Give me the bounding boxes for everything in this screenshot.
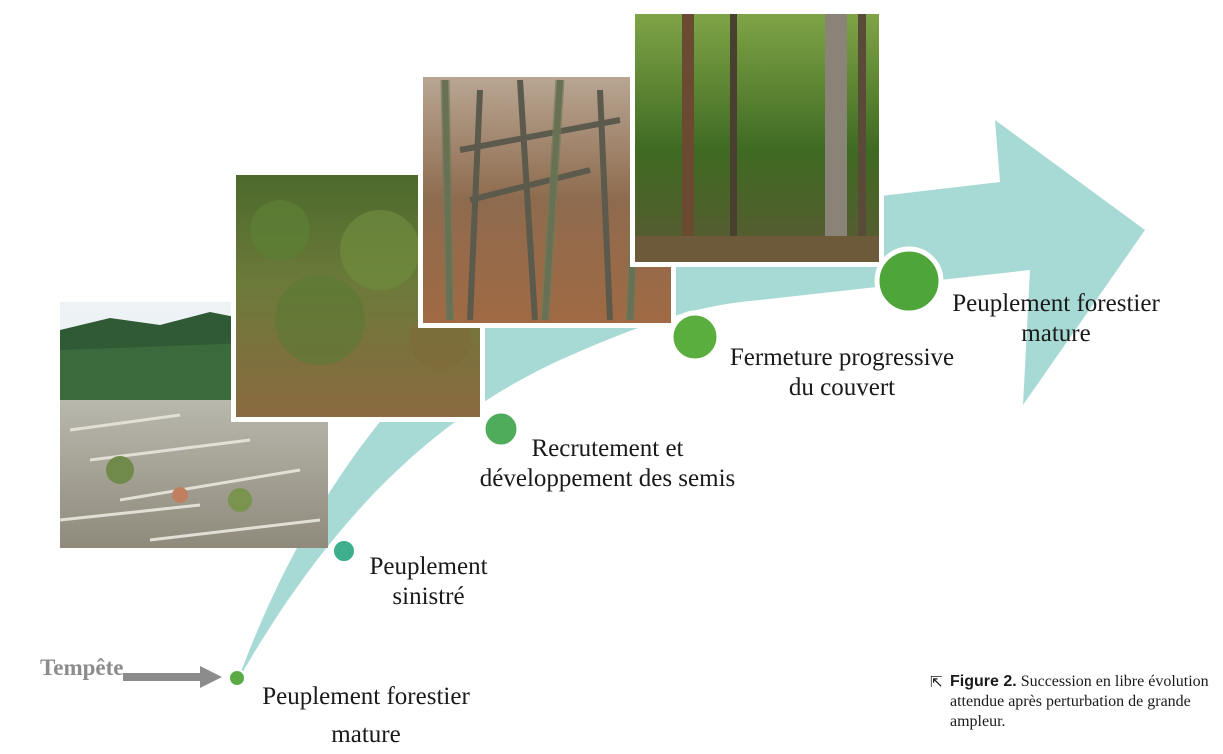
photo-canopy-closure <box>630 9 884 267</box>
stage-label-2-line-2: sinistré <box>392 583 465 610</box>
stage-marker-1 <box>228 669 246 687</box>
stage-label-5-line-1: Peuplement forestier <box>952 290 1160 317</box>
figure-number: Figure 2. <box>950 673 1017 690</box>
stage-label-3-line-2: développement des semis <box>479 465 736 492</box>
figure-description: Succession en libre évolution attendue a… <box>950 673 1209 730</box>
figure-caption-text: Figure 2. Succession en libre évolution … <box>930 672 1220 732</box>
stage-label-1-line-1: Peuplement forestier <box>262 683 470 710</box>
stage-label-5-line-2: mature <box>1021 320 1091 347</box>
stage-marker-4 <box>668 310 722 364</box>
stage-label-1-line-2: mature <box>331 721 401 748</box>
stage-marker-2 <box>330 537 358 565</box>
stage-label-4-line-1: Fermeture progressive <box>729 344 955 371</box>
stage-label-1: Peuplement forestier mature <box>250 678 482 754</box>
photo-storm-damaged-stand <box>59 302 328 548</box>
stage-label-4: Fermeture progressive du couvert <box>716 343 968 403</box>
stage-label-5: Peuplement forestier mature <box>940 289 1172 349</box>
photo-seedling-development <box>418 72 676 328</box>
stage-label-2-line-1: Peuplement <box>369 553 488 580</box>
stage-label-4-line-2: du couvert <box>788 374 896 401</box>
north-west-arrow-icon: ⇱ <box>930 673 943 691</box>
stage-marker-3 <box>480 408 522 450</box>
stage-label-3: Recrutement et développement des semis <box>465 434 750 494</box>
stage-label-3-line-1: Recrutement et <box>531 435 684 462</box>
stage-label-2: Peuplement sinistré <box>356 552 501 612</box>
stage-marker-5 <box>874 246 944 316</box>
figure-caption: ⇱ Figure 2. Succession en libre évolutio… <box>930 672 1220 732</box>
storm-arrow <box>123 666 222 688</box>
storm-label: Tempête <box>40 655 124 680</box>
